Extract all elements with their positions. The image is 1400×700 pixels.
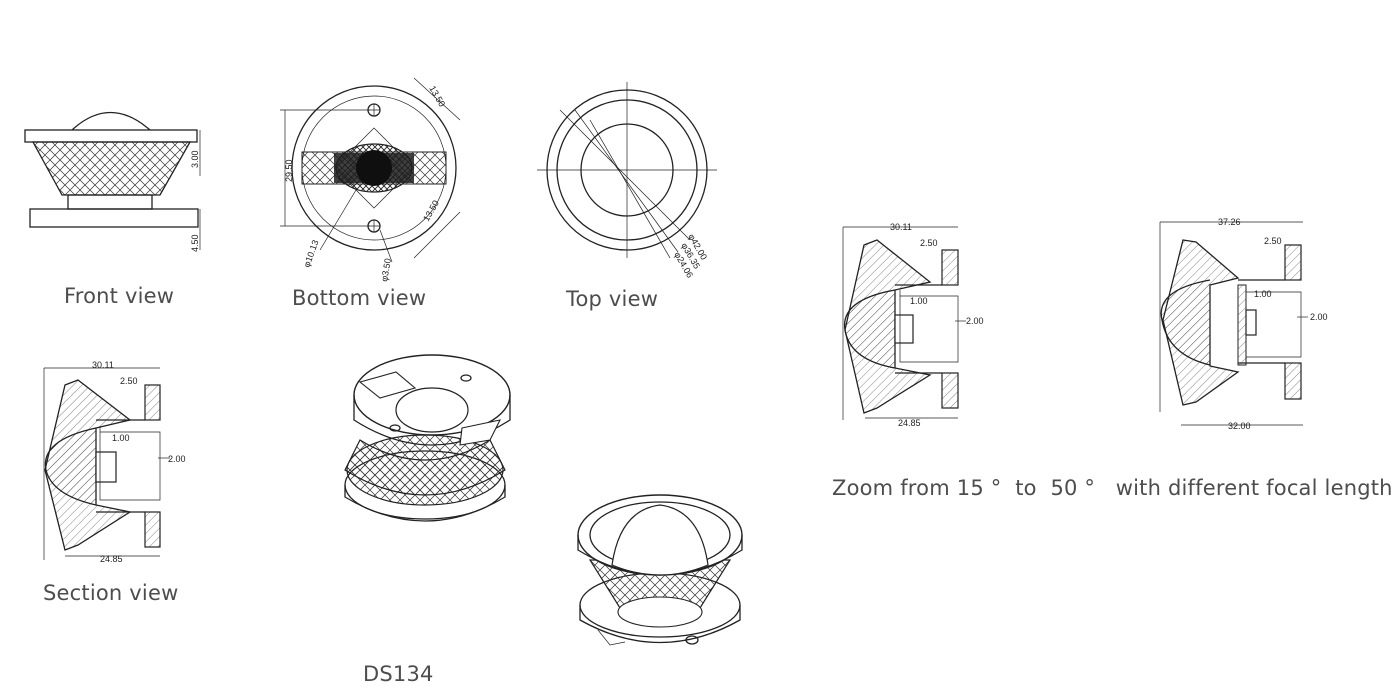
front-dim-height-base: 4.50 [190, 234, 200, 252]
bottom-dim-height: 29.50 [284, 159, 294, 182]
bottom-dim-diameter-small: φ10.13 [301, 239, 320, 269]
zoom1-dim-top: 30.11 [890, 222, 912, 232]
zoom2-dim-top: 37.26 [1218, 217, 1241, 227]
section-view-caption: Section view [43, 581, 179, 605]
zoom1-dim-inner: 1.00 [910, 296, 928, 306]
model-name-caption: DS134 [363, 662, 434, 686]
zoom2-dim-step: 2.50 [1264, 236, 1282, 246]
section-dim-bottom: 24.85 [100, 554, 123, 564]
isometric-view-top [577, 494, 743, 646]
bottom-view-caption: Bottom view [292, 286, 427, 310]
zoom-view-1-drawing: 30.11 2.50 1.00 2.00 24.85 [842, 222, 984, 428]
top-view-drawing: φ42.00 φ36.35 φ24.06 [537, 82, 717, 280]
section-dim-focal: 2.00 [168, 454, 186, 464]
front-view-caption: Front view [64, 284, 175, 308]
bottom-dim-hole: φ3.50 [379, 258, 393, 283]
section-dim-top: 30.11 [92, 360, 114, 370]
bottom-view-drawing: 13.50 13.50 29.50 φ10.13 φ3.50 [280, 77, 461, 283]
zoom2-dim-bottom: 32.00 [1228, 421, 1251, 431]
front-dim-height-top: 3.00 [190, 150, 200, 168]
bottom-dim-top-right: 13.50 [427, 84, 447, 109]
zoom2-dim-inner: 1.00 [1254, 289, 1272, 299]
isometric-view-bottom [344, 354, 511, 522]
zoom-caption: Zoom from 15 ° to 50 ° with different fo… [832, 476, 1393, 500]
section-dim-step: 2.50 [120, 376, 138, 386]
top-view-caption: Top view [566, 287, 659, 311]
zoom-view-2-drawing: 37.26 2.50 1.00 2.00 32.00 [1159, 217, 1328, 431]
section-dim-inner: 1.00 [112, 433, 130, 443]
front-view-drawing: 3.00 4.50 [24, 111, 201, 252]
zoom1-dim-focal: 2.00 [966, 316, 984, 326]
section-view-drawing: 30.11 2.50 1.00 2.00 24.85 [43, 360, 186, 564]
zoom1-dim-bottom: 24.85 [898, 418, 921, 428]
zoom2-dim-focal: 2.00 [1310, 312, 1328, 322]
zoom1-dim-step: 2.50 [920, 238, 938, 248]
